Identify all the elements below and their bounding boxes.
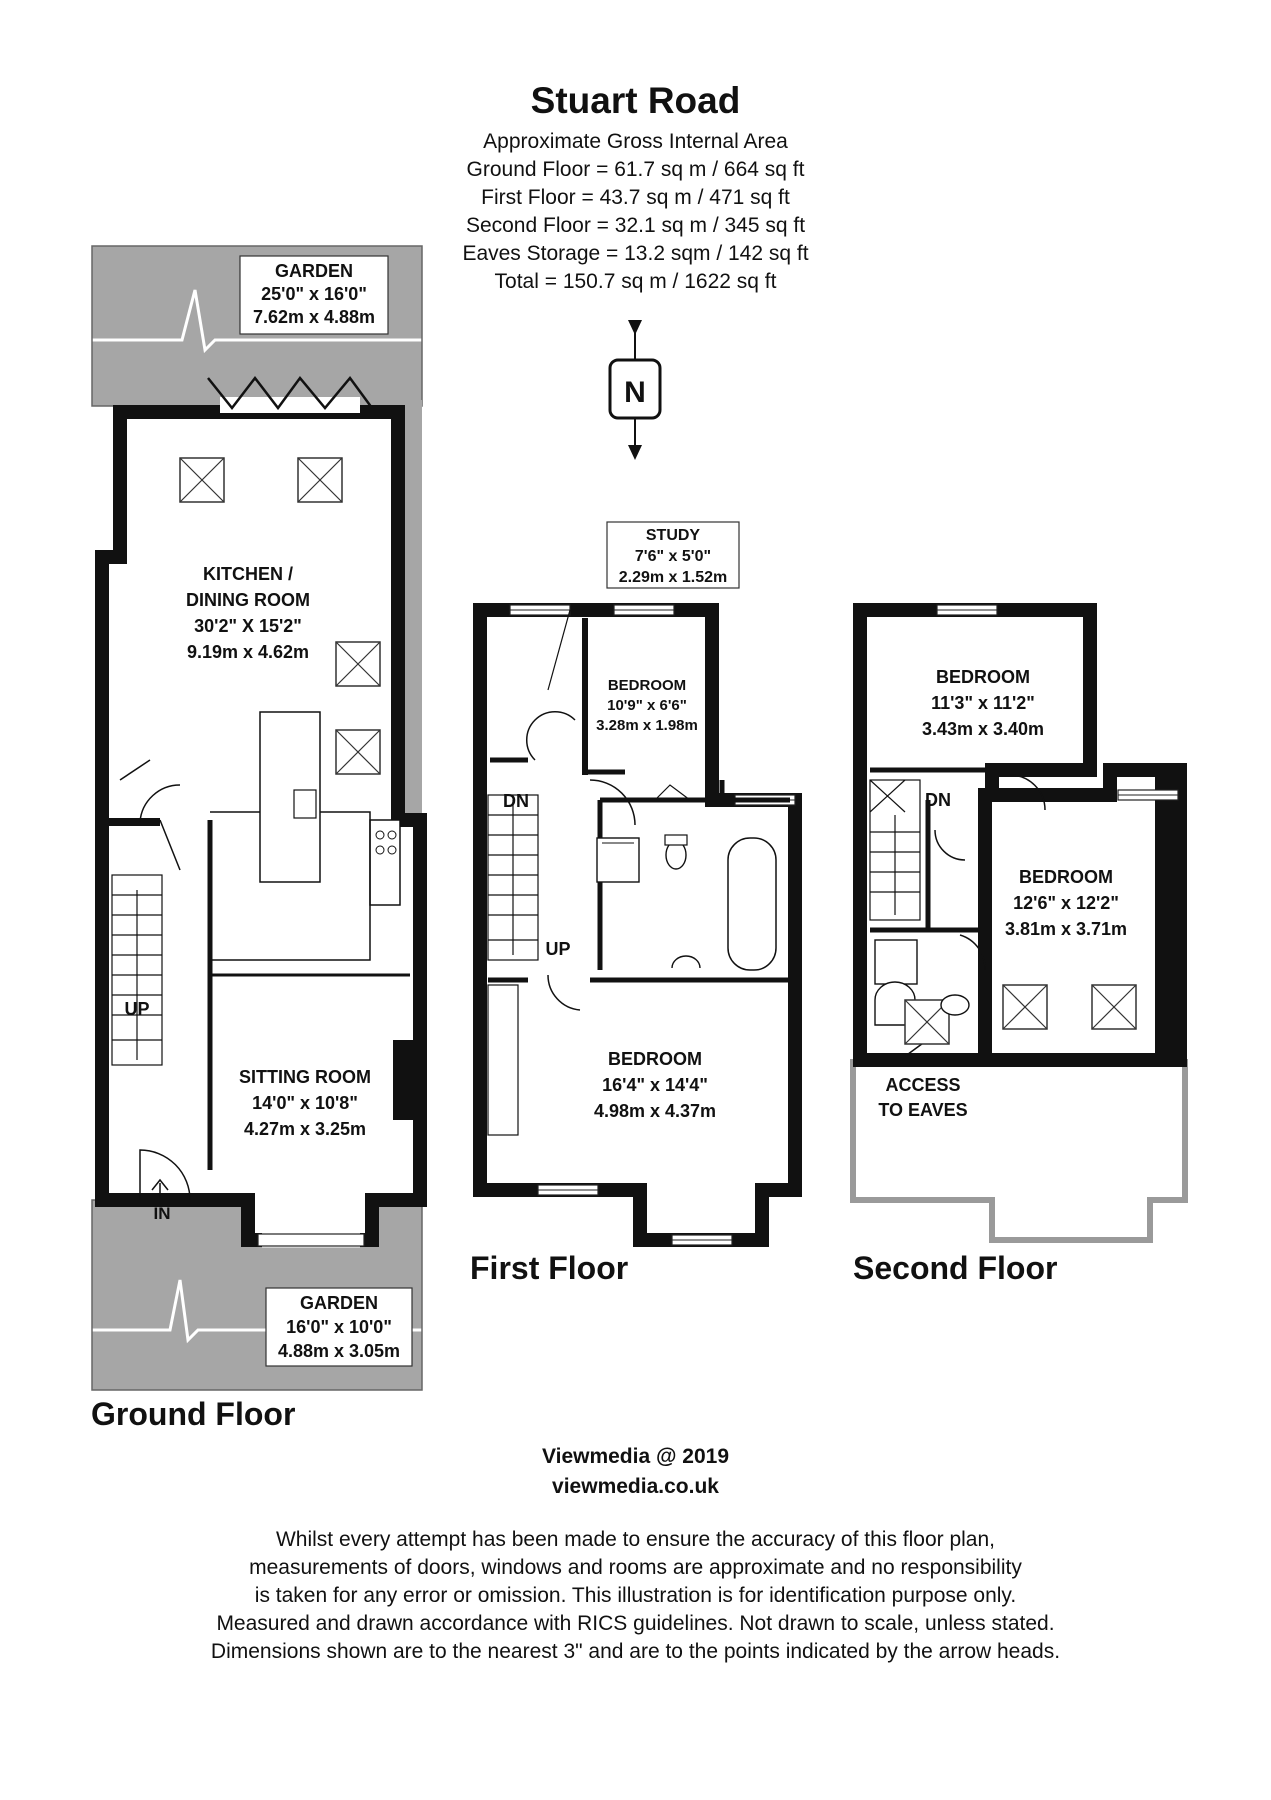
svg-text:4.98m x 4.37m: 4.98m x 4.37m xyxy=(594,1101,716,1121)
first-floor-plan xyxy=(473,603,802,1247)
area-total: Total = 150.7 sq m / 1622 sq ft xyxy=(494,270,777,293)
credit-line: Viewmedia @ 2019 xyxy=(541,1445,730,1468)
svg-text:BEDROOM: BEDROOM xyxy=(608,677,686,694)
area-ground: Ground Floor = 61.7 sq m / 664 sq ft xyxy=(466,158,805,181)
disclaimer-line: Measured and drawn accordance with RICS … xyxy=(216,1612,1055,1635)
svg-text:14'0" x 10'8": 14'0" x 10'8" xyxy=(252,1093,358,1113)
entrance-label: IN xyxy=(154,1204,171,1223)
disclaimer-line: Dimensions shown are to the nearest 3" a… xyxy=(210,1640,1061,1663)
svg-text:SITTING ROOM: SITTING ROOM xyxy=(239,1067,371,1087)
sitting-room-label: SITTING ROOM 14'0" x 10'8" 4.27m x 3.25m xyxy=(239,1067,371,1139)
first-stairs-up-label: UP xyxy=(545,939,570,959)
ground-stairs-up-label: UP xyxy=(124,999,149,1019)
svg-text:2.29m x 1.52m: 2.29m x 1.52m xyxy=(619,569,728,586)
second-floor-plan xyxy=(850,603,1188,1243)
disclaimer-line: measurements of doors, windows and rooms… xyxy=(249,1556,1022,1579)
plan-title: Stuart Road xyxy=(530,80,741,121)
svg-text:GARDEN: GARDEN xyxy=(300,1293,378,1313)
svg-text:BEDROOM: BEDROOM xyxy=(1019,867,1113,887)
svg-text:7.62m x 4.88m: 7.62m x 4.88m xyxy=(253,307,375,327)
second-floor-title: Second Floor xyxy=(853,1250,1058,1286)
svg-text:STUDY: STUDY xyxy=(646,527,701,544)
svg-text:TO EAVES: TO EAVES xyxy=(878,1100,967,1120)
north-letter: N xyxy=(624,376,646,409)
area-first: First Floor = 43.7 sq m / 471 sq ft xyxy=(481,186,790,209)
svg-text:4.88m x 3.05m: 4.88m x 3.05m xyxy=(278,1341,400,1361)
ground-rear-garden-label: GARDEN 25'0" x 16'0" 7.62m x 4.88m xyxy=(239,255,389,335)
svg-text:25'0" x 16'0": 25'0" x 16'0" xyxy=(261,284,367,304)
disclaimer-line: Whilst every attempt has been made to en… xyxy=(275,1528,996,1551)
svg-text:GARDEN: GARDEN xyxy=(275,261,353,281)
svg-text:DINING ROOM: DINING ROOM xyxy=(186,590,310,610)
svg-text:7'6" x 5'0": 7'6" x 5'0" xyxy=(635,548,711,565)
svg-text:16'4" x 14'4": 16'4" x 14'4" xyxy=(602,1075,708,1095)
first-stairs-down-label: DN xyxy=(503,791,529,811)
svg-text:3.81m x 3.71m: 3.81m x 3.71m xyxy=(1005,919,1127,939)
kitchen-dining-label: KITCHEN / DINING ROOM 30'2" X 15'2" 9.19… xyxy=(186,564,310,662)
svg-text:ACCESS: ACCESS xyxy=(885,1075,960,1095)
svg-text:10'9" x 6'6": 10'9" x 6'6" xyxy=(607,697,687,714)
second-front-bedroom-label: BEDROOM 11'3" x 11'2" 3.43m x 3.40m xyxy=(922,667,1044,739)
svg-text:16'0" x 10'0": 16'0" x 10'0" xyxy=(286,1317,392,1337)
ground-floor-plan xyxy=(91,245,427,1391)
svg-text:BEDROOM: BEDROOM xyxy=(608,1049,702,1069)
north-arrow-icon: N xyxy=(608,320,662,460)
study-label: STUDY 7'6" x 5'0" 2.29m x 1.52m xyxy=(606,521,740,589)
area-heading: Approximate Gross Internal Area xyxy=(483,130,788,153)
svg-text:4.27m x 3.25m: 4.27m x 3.25m xyxy=(244,1119,366,1139)
ground-front-garden-label: GARDEN 16'0" x 10'0" 4.88m x 3.05m xyxy=(265,1287,413,1367)
svg-text:11'3" x 11'2": 11'3" x 11'2" xyxy=(931,693,1035,713)
svg-text:3.43m x 3.40m: 3.43m x 3.40m xyxy=(922,719,1044,739)
website-link[interactable]: viewmedia.co.uk xyxy=(552,1475,719,1498)
area-eaves: Eaves Storage = 13.2 sqm / 142 sq ft xyxy=(462,242,809,265)
ground-floor-title: Ground Floor xyxy=(91,1396,296,1432)
first-main-bedroom-label: BEDROOM 16'4" x 14'4" 4.98m x 4.37m xyxy=(594,1049,716,1121)
first-floor-title: First Floor xyxy=(470,1250,629,1286)
area-second: Second Floor = 32.1 sq m / 345 sq ft xyxy=(465,214,806,237)
svg-text:BEDROOM: BEDROOM xyxy=(936,667,1030,687)
second-rear-bedroom-label: BEDROOM 12'6" x 12'2" 3.81m x 3.71m xyxy=(1005,867,1127,939)
second-stairs-down-label: DN xyxy=(925,790,951,810)
svg-text:9.19m x 4.62m: 9.19m x 4.62m xyxy=(187,642,309,662)
svg-text:12'6" x 12'2": 12'6" x 12'2" xyxy=(1013,893,1119,913)
eaves-access-label: ACCESS TO EAVES xyxy=(878,1075,967,1120)
svg-text:30'2" X 15'2": 30'2" X 15'2" xyxy=(194,616,302,636)
disclaimer-line: is taken for any error or omission. This… xyxy=(254,1584,1017,1607)
disclaimer: Whilst every attempt has been made to en… xyxy=(0,1526,1271,1666)
svg-text:KITCHEN /: KITCHEN / xyxy=(203,564,293,584)
svg-text:3.28m x 1.98m: 3.28m x 1.98m xyxy=(596,717,698,734)
first-small-bedroom-label: BEDROOM 10'9" x 6'6" 3.28m x 1.98m xyxy=(596,677,698,734)
